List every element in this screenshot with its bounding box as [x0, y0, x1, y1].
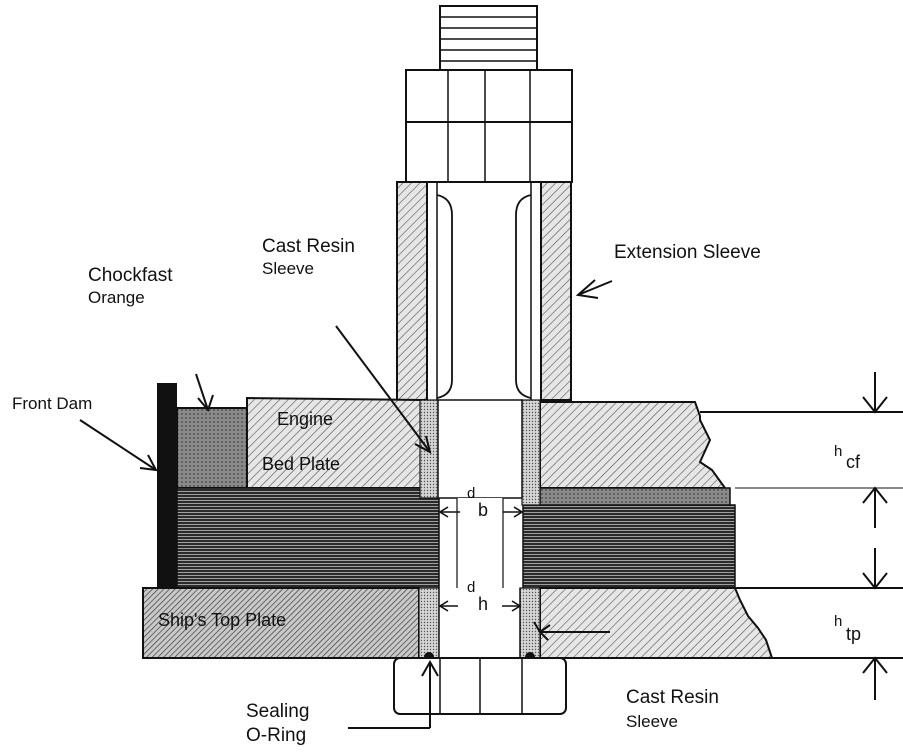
- dim-h-cf: h cf: [834, 443, 861, 472]
- svg-text:Engine: Engine: [277, 409, 333, 429]
- svg-text:d: d: [467, 579, 475, 596]
- leader-lines: [79, 279, 613, 729]
- dimension-lines: [700, 372, 903, 700]
- label-front-dam: Front Dam: [12, 394, 92, 413]
- svg-text:Cast Resin: Cast Resin: [626, 687, 719, 708]
- svg-text:Cast Resin: Cast Resin: [262, 236, 355, 257]
- svg-text:Sleeve: Sleeve: [262, 259, 314, 278]
- bolt-threaded-end: [439, 5, 538, 71]
- dim-d-b: d b: [467, 485, 488, 520]
- label-extension-sleeve: Extension Sleeve: [614, 242, 761, 263]
- svg-text:b: b: [478, 500, 488, 520]
- svg-text:h: h: [834, 443, 842, 460]
- laminated-chock-layers: [176, 487, 736, 589]
- label-chockfast-orange: Chockfast Orange: [88, 265, 173, 307]
- engine-bed-plate: [246, 396, 727, 489]
- svg-text:Sleeve: Sleeve: [626, 712, 678, 731]
- label-ships-top-plate: Ship's Top Plate: [158, 610, 286, 630]
- svg-text:Orange: Orange: [88, 288, 145, 307]
- svg-text:Chockfast: Chockfast: [88, 265, 173, 286]
- upper-nut-2: [405, 121, 573, 183]
- diameter-arrows: [438, 506, 524, 612]
- dim-h-tp: h tp: [834, 613, 861, 644]
- svg-text:cf: cf: [846, 452, 861, 472]
- svg-text:tp: tp: [846, 624, 861, 644]
- svg-text:h: h: [478, 594, 488, 614]
- svg-text:h: h: [834, 613, 842, 630]
- label-sealing-o-ring: Sealing O-Ring: [246, 701, 309, 746]
- upper-nut-1: [405, 69, 573, 123]
- bolt-body-lower: [437, 399, 523, 588]
- svg-text:d: d: [467, 485, 475, 502]
- label-cast-resin-sleeve-top: Cast Resin Sleeve: [262, 236, 355, 278]
- label-cast-resin-sleeve-bottom: Cast Resin Sleeve: [626, 687, 719, 731]
- svg-text:O-Ring: O-Ring: [246, 725, 306, 746]
- front-dam: [157, 383, 177, 588]
- bolt-shank: [436, 182, 532, 400]
- extension-sleeve: [396, 181, 572, 401]
- svg-text:Bed Plate: Bed Plate: [262, 454, 340, 474]
- svg-text:Sealing: Sealing: [246, 701, 309, 722]
- ships-top-plate: [142, 587, 774, 659]
- lower-nut: [393, 657, 567, 715]
- dim-d-h: d h: [467, 579, 488, 614]
- label-engine-bed-plate: Engine Bed Plate: [262, 409, 340, 474]
